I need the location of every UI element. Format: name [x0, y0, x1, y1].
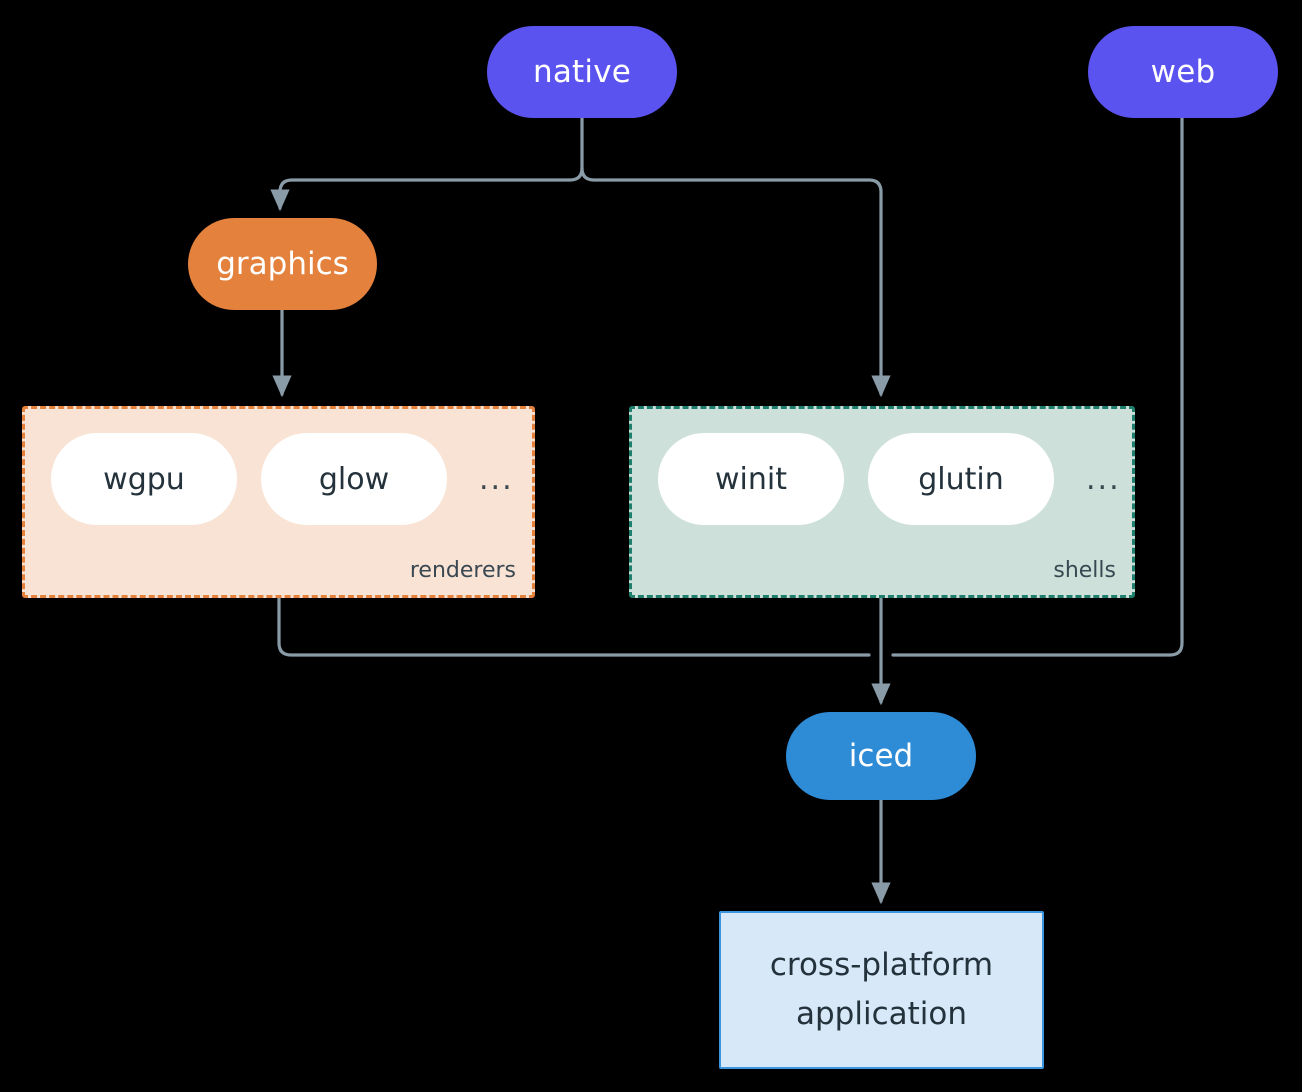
member-pill-winit[interactable]: winit	[658, 433, 844, 525]
node-iced-label: iced	[848, 737, 914, 774]
node-application[interactable]: cross-platform application	[719, 911, 1044, 1069]
member-pill-wgpu-label: wgpu	[103, 461, 185, 497]
member-pill-glow-label: glow	[318, 461, 390, 497]
group-shells: winit glutin ... shells	[629, 406, 1135, 598]
group-renderers: wgpu glow ... renderers	[22, 406, 535, 598]
node-web[interactable]: web	[1088, 26, 1278, 118]
node-graphics-label: graphics	[216, 245, 349, 282]
node-application-label-line2: application	[796, 996, 967, 1032]
node-iced[interactable]: iced	[786, 712, 976, 800]
shells-member-row: winit glutin ...	[658, 433, 1121, 525]
edge-native-to-shells	[580, 166, 891, 398]
member-pill-glutin-label: glutin	[918, 461, 1004, 497]
edge-renderers-to-iced	[277, 596, 871, 657]
renderers-ellipsis: ...	[479, 461, 514, 497]
node-application-label-line1: cross-platform	[769, 947, 994, 984]
node-native[interactable]: native	[487, 26, 677, 118]
member-pill-glow[interactable]: glow	[261, 433, 447, 525]
member-pill-winit-label: winit	[715, 461, 787, 497]
node-native-label: native	[532, 53, 632, 90]
edge-native-to-graphics	[270, 166, 584, 212]
group-renderers-label: renderers	[409, 558, 516, 583]
shells-ellipsis: ...	[1086, 461, 1121, 497]
node-web-label: web	[1150, 53, 1216, 90]
member-pill-glutin[interactable]: glutin	[868, 433, 1054, 525]
node-graphics[interactable]: graphics	[188, 218, 377, 310]
member-pill-wgpu[interactable]: wgpu	[51, 433, 237, 525]
group-shells-label: shells	[1053, 558, 1116, 583]
renderers-member-row: wgpu glow ...	[51, 433, 514, 525]
